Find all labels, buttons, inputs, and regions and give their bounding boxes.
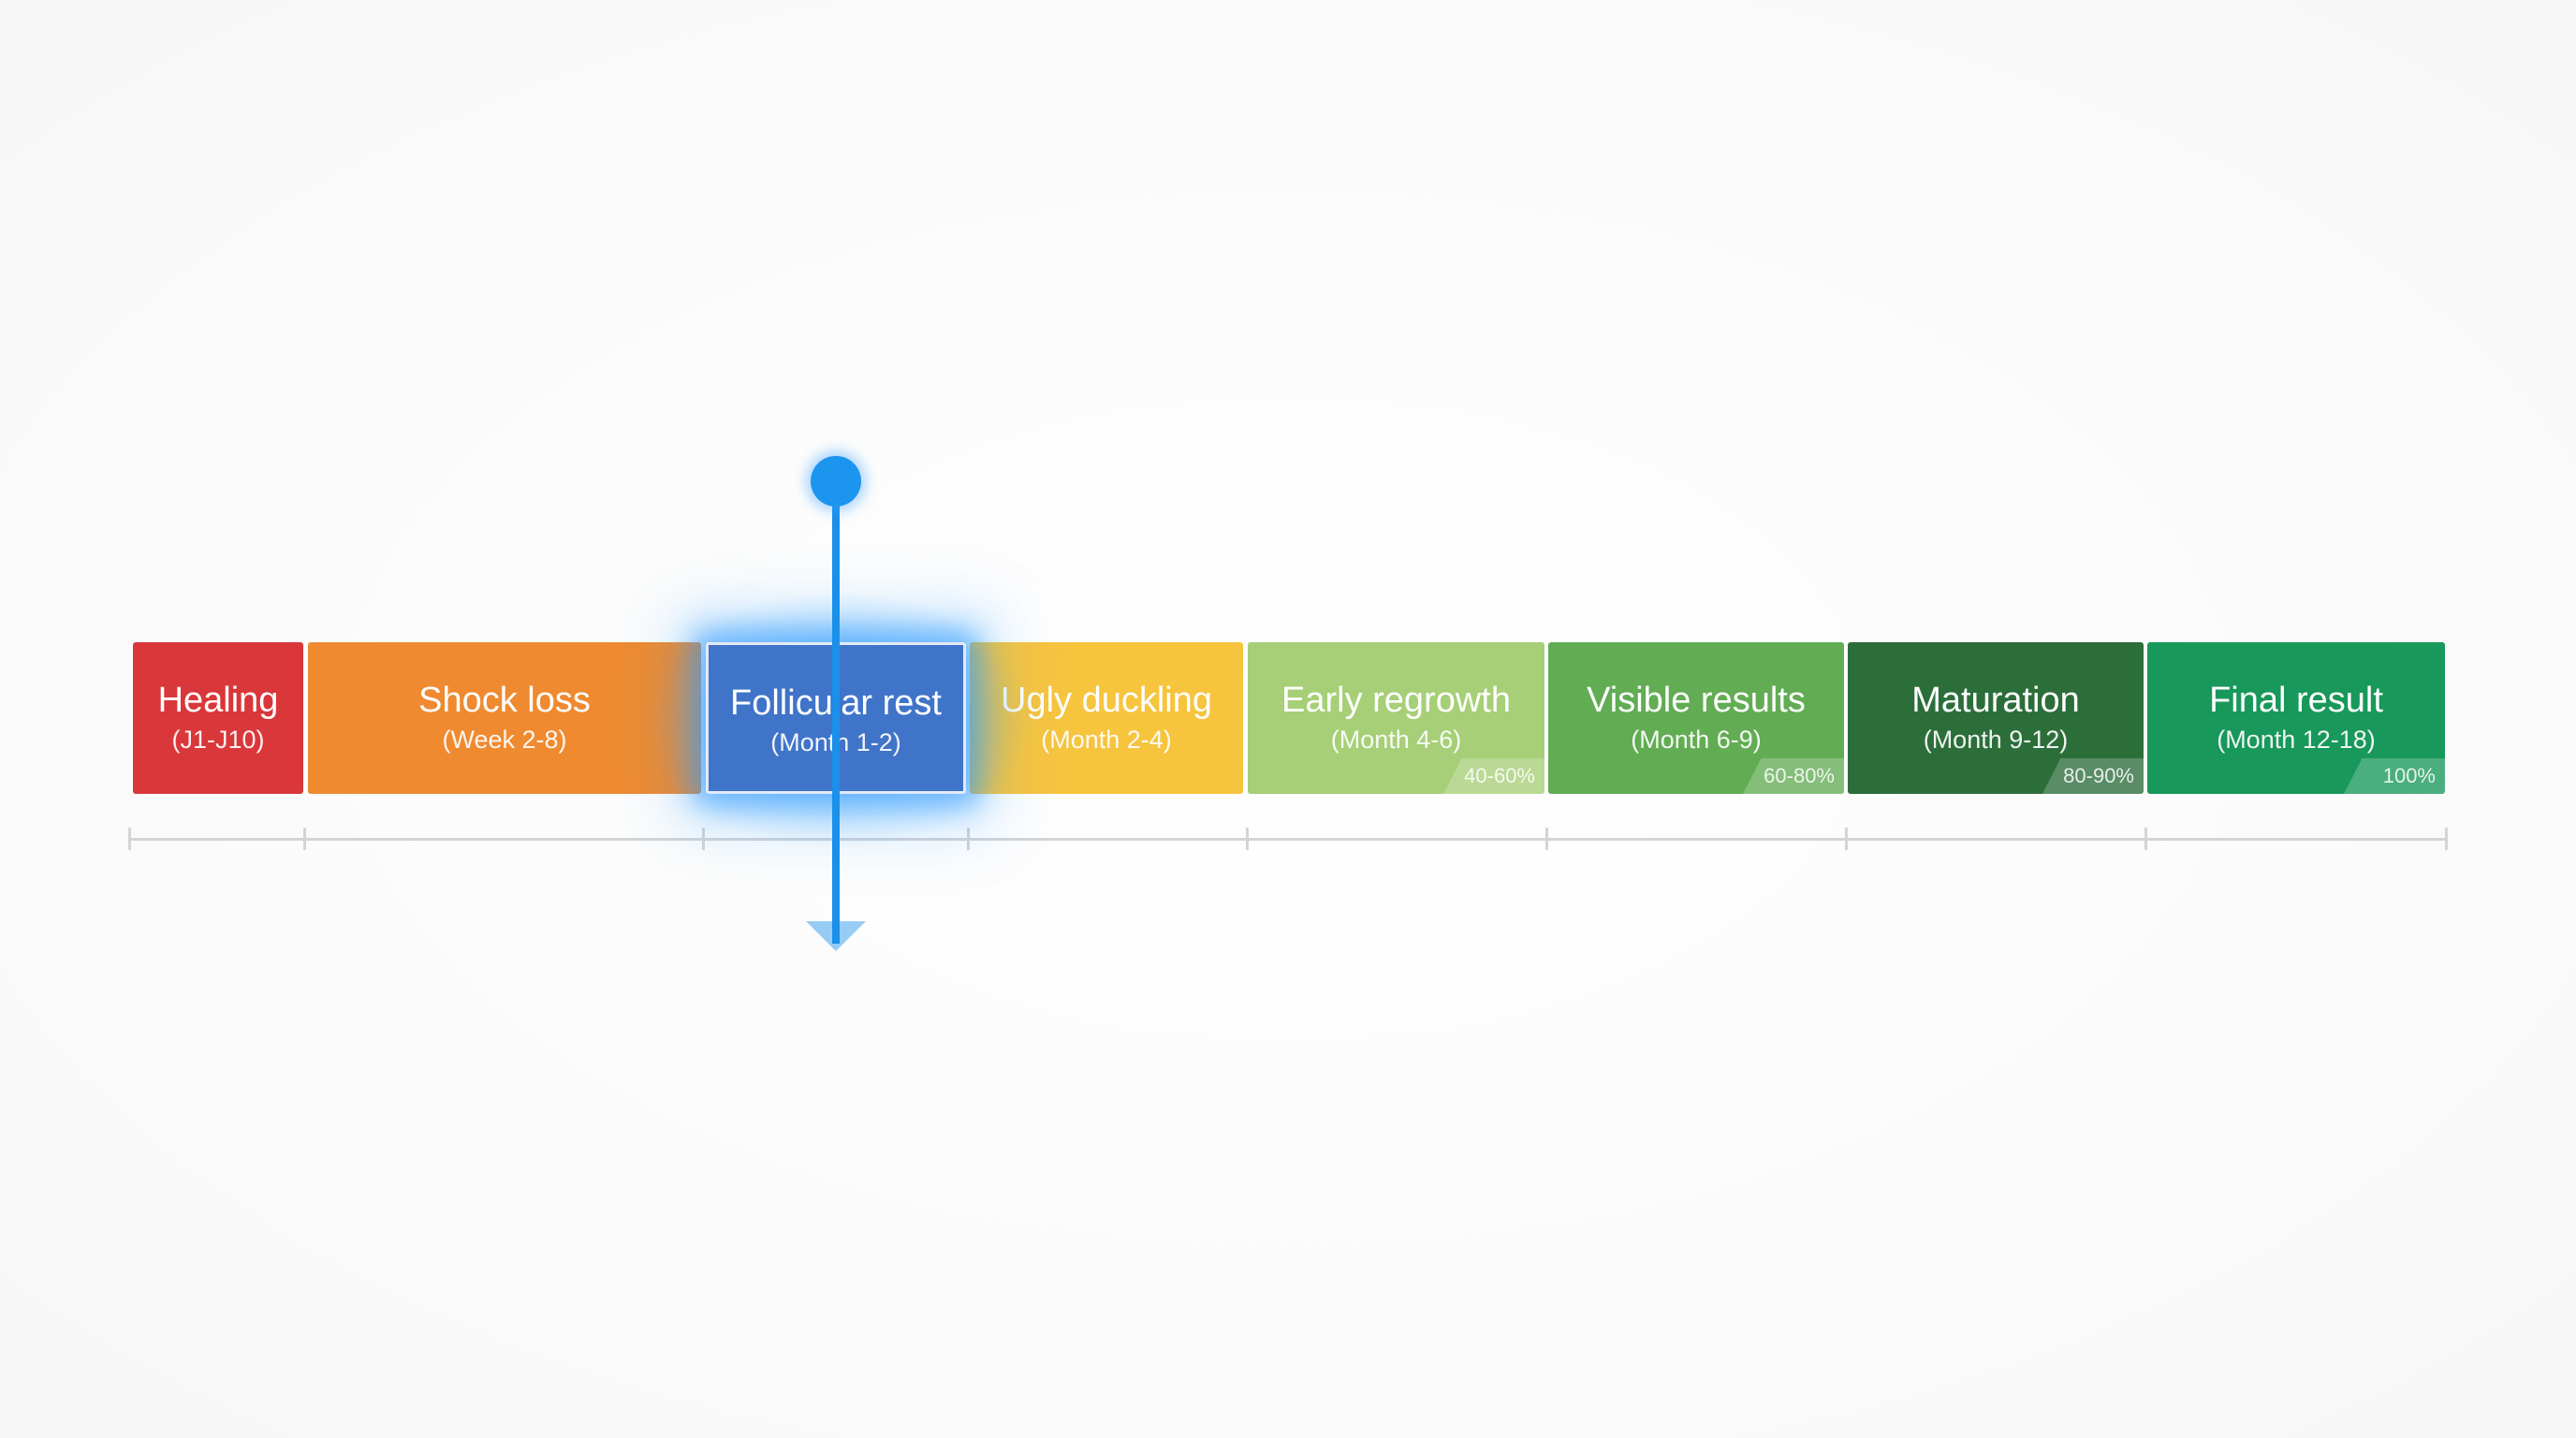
stage-name: Healing <box>157 681 279 720</box>
stage-percent-badge: 100% <box>2382 764 2436 787</box>
stage-percent-tab <box>2042 758 2144 794</box>
stage-shock-loss[interactable]: Shock loss (Week 2-8) <box>308 642 701 794</box>
stage-period: (Month 4-6) <box>1330 726 1462 754</box>
stage-percent-tab <box>1443 758 1544 794</box>
stage-early-regrowth[interactable]: Early regrowth (Month 4-6)40-60% <box>1248 642 1544 794</box>
axis-tick <box>1845 828 1848 850</box>
stage-name: Maturation <box>1911 681 2080 720</box>
axis-tick <box>702 828 705 850</box>
axis-tick <box>128 828 131 850</box>
stage-period: (J1-J10) <box>171 726 265 754</box>
stage-period: (Month 12-18) <box>2217 726 2376 754</box>
stage-percent-badge: 40-60% <box>1464 764 1535 787</box>
axis-tick <box>303 828 306 850</box>
marker-arrow-icon <box>806 921 866 951</box>
axis-tick <box>967 828 970 850</box>
stage-ugly-duckling[interactable]: Ugly duckling (Month 2-4) <box>970 642 1243 794</box>
axis-tick <box>2144 828 2147 850</box>
stage-period: (Week 2-8) <box>442 726 567 754</box>
stage-percent-badge: 80-90% <box>2063 764 2134 787</box>
stage-name: Early regrowth <box>1281 681 1511 720</box>
stage-period: (Month 2-4) <box>1041 726 1172 754</box>
axis-tick <box>2445 828 2448 850</box>
current-position-marker-handle[interactable] <box>811 456 861 506</box>
axis-tick <box>1545 828 1548 850</box>
stage-percent-tab <box>1743 758 1844 794</box>
stage-final-result[interactable]: Final result (Month 12-18) 100% <box>2147 642 2445 794</box>
stage-period: (Month 9-12) <box>1923 726 2069 754</box>
stage-period: (Month 6-9) <box>1631 726 1762 754</box>
stage-visible-results[interactable]: Visible results (Month 6-9)60-80% <box>1548 642 1844 794</box>
stage-percent-badge: 60-80% <box>1764 764 1835 787</box>
stage-percent-tab <box>2344 758 2445 794</box>
axis-tick <box>1246 828 1249 850</box>
stage-name: Shock loss <box>418 681 591 720</box>
timeline-axis <box>129 838 2447 841</box>
current-position-marker-line[interactable] <box>832 479 840 944</box>
stage-name: Final result <box>2209 681 2383 720</box>
stage-maturation[interactable]: Maturation (Month 9-12) 80-90% <box>1848 642 2144 794</box>
stage-name: Visible results <box>1587 681 1806 720</box>
stage-healing[interactable]: Healing (J1-J10) <box>133 642 303 794</box>
stage-name: Ugly duckling <box>1001 681 1212 720</box>
